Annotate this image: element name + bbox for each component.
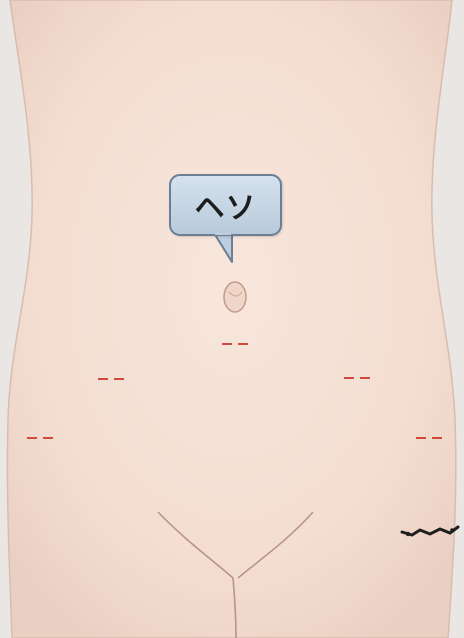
navel xyxy=(224,282,246,312)
bubble-tail-join xyxy=(215,231,231,235)
navel-callout-label: ヘソ xyxy=(195,183,257,227)
torso-body xyxy=(7,0,455,638)
navel-callout-bubble: ヘソ xyxy=(169,174,282,236)
